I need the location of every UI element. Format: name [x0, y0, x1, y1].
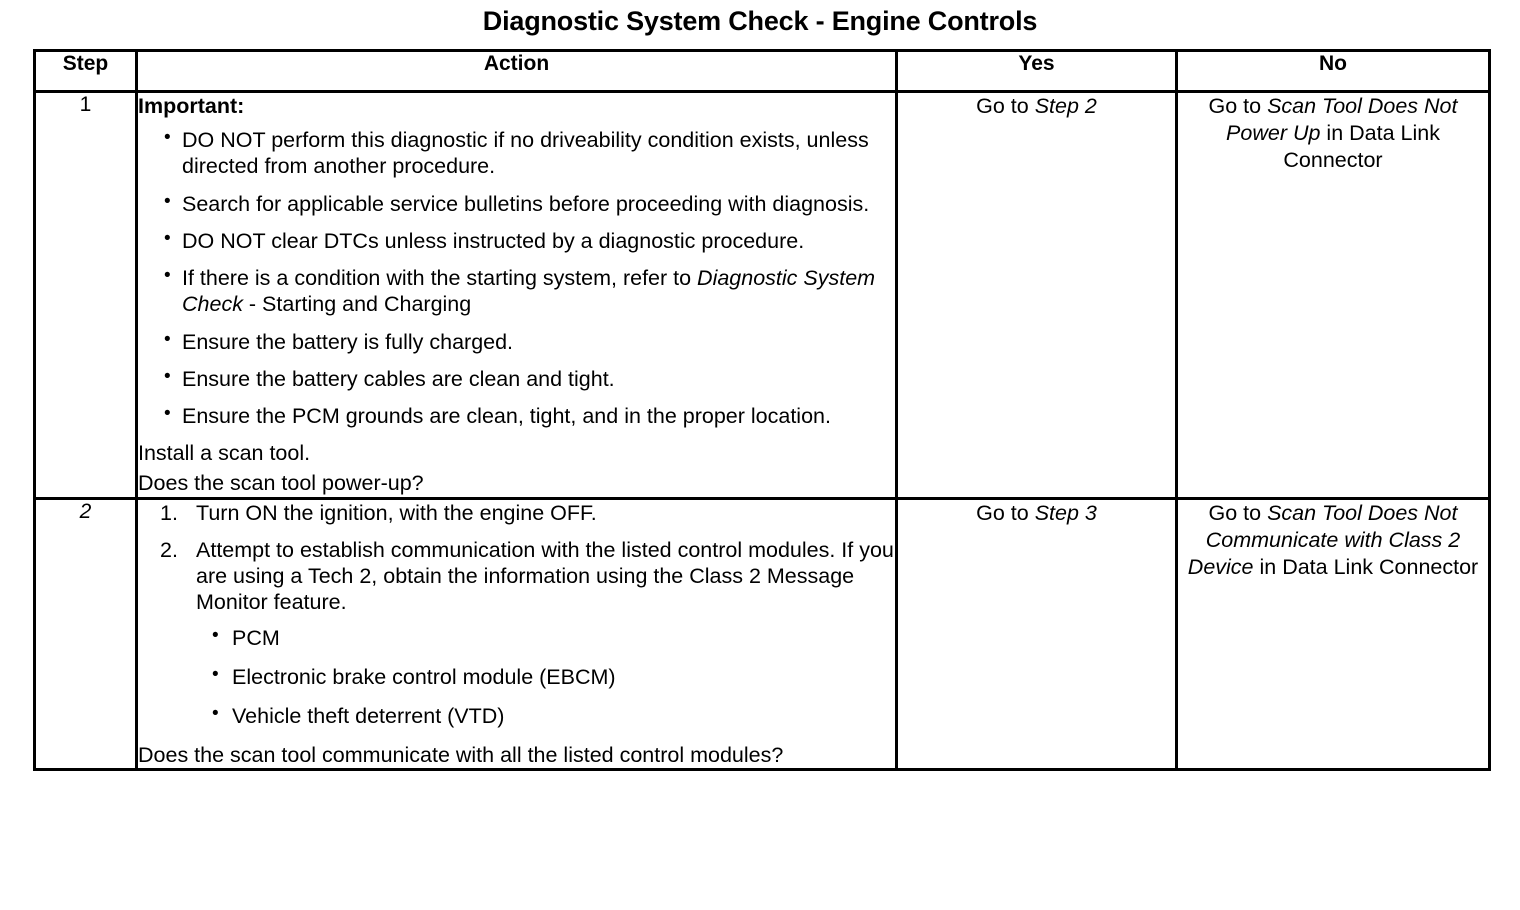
no-cell: Go to Scan Tool Does Not Power Up in Dat…	[1175, 90, 1491, 500]
module-name: Vehicle theft deterrent (VTD)	[232, 703, 505, 728]
list-item: Ensure the battery is fully charged.	[138, 328, 895, 355]
column-header-step: Step	[33, 49, 138, 93]
table-row: 1 Important: DO NOT perform this diagnos…	[33, 90, 1491, 500]
list-item: Vehicle theft deterrent (VTD)	[196, 702, 895, 729]
no-cell: Go to Scan Tool Does Not Communicate wit…	[1175, 496, 1491, 772]
bullet-text-lead: If there is a condition with the startin…	[182, 266, 698, 291]
bullet-text: Ensure the battery cables are clean and …	[182, 366, 615, 391]
action-question: Does the scan tool communicate with all …	[138, 743, 784, 768]
yes-reference: Step 3	[1034, 500, 1097, 525]
no-text-trail: in Data Link Connector	[1283, 121, 1440, 173]
table-body: 1 Important: DO NOT perform this diagnos…	[33, 90, 1491, 772]
table-row: 2 Turn ON the ignition, with the engine …	[33, 496, 1491, 772]
bullet-text-trail: - Starting and Charging	[242, 292, 472, 317]
diagnostic-procedure-table: Step Action Yes No 1 Important: DO NOT p…	[33, 49, 1491, 772]
list-item: Search for applicable service bulletins …	[138, 190, 895, 217]
table-header: Step Action Yes No	[33, 49, 1491, 93]
numbered-text: Attempt to establish communication with …	[196, 537, 894, 615]
yes-text-lead: Go to	[976, 500, 1035, 525]
bullet-text: Search for applicable service bulletins …	[182, 191, 870, 216]
action-instruction: Install a scan tool.	[138, 441, 311, 466]
list-item: PCM	[196, 623, 895, 651]
numbered-text: Turn ON the ignition, with the engine OF…	[196, 500, 597, 525]
module-name: Electronic brake control module (EBCM)	[232, 664, 616, 689]
list-item: Turn ON the ignition, with the engine OF…	[138, 500, 895, 526]
no-text-trail: in Data Link Connector	[1253, 554, 1479, 579]
yes-cell: Go to Step 2	[895, 90, 1178, 500]
important-label: Important:	[138, 94, 245, 118]
yes-text-lead: Go to	[976, 94, 1035, 118]
no-text-lead: Go to	[1208, 94, 1268, 118]
step-number-cell: 1	[33, 90, 138, 500]
page-title: Diagnostic System Check - Engine Control…	[482, 6, 1038, 36]
bullet-text: Ensure the PCM grounds are clean, tight,…	[182, 403, 831, 428]
action-cell: Important: DO NOT perform this diagnosti…	[135, 90, 898, 500]
column-header-yes: Yes	[895, 49, 1178, 93]
action-bullet-list: DO NOT perform this diagnostic if no dri…	[138, 126, 895, 429]
yes-cell: Go to Step 3	[895, 496, 1178, 772]
step-number-cell: 2	[33, 496, 138, 772]
list-item: Attempt to establish communication with …	[138, 537, 895, 729]
list-item: Electronic brake control module (EBCM)	[196, 663, 895, 690]
action-numbered-list: Turn ON the ignition, with the engine OF…	[138, 500, 895, 730]
list-item: DO NOT perform this diagnostic if no dri…	[138, 126, 895, 179]
yes-reference: Step 2	[1034, 94, 1097, 118]
list-item-cross-reference: If there is a condition with the startin…	[138, 264, 895, 317]
no-text-lead: Go to	[1208, 500, 1268, 525]
column-header-no: No	[1175, 49, 1491, 93]
bullet-text: DO NOT clear DTCs unless instructed by a…	[182, 228, 805, 253]
no-reference: Scan Tool Does Not Power Up	[1226, 94, 1458, 146]
bullet-text: DO NOT perform this diagnostic if no dri…	[182, 128, 869, 179]
list-item: Ensure the PCM grounds are clean, tight,…	[138, 402, 895, 429]
no-reference: Scan Tool Does Not Communicate with Clas…	[1187, 500, 1461, 579]
module-name: PCM	[232, 625, 280, 650]
list-item: Ensure the battery cables are clean and …	[138, 365, 895, 392]
bullet-text: Ensure the battery is fully charged.	[182, 329, 514, 354]
module-list: PCM Electronic brake control module (EBC…	[196, 623, 895, 730]
table-header-row: Step Action Yes No	[33, 49, 1491, 93]
action-question: Does the scan tool power-up?	[138, 471, 424, 496]
action-cell: Turn ON the ignition, with the engine OF…	[135, 496, 898, 772]
column-header-action: Action	[135, 49, 898, 93]
cross-reference-title: Diagnostic System Check	[182, 266, 876, 317]
list-item: DO NOT clear DTCs unless instructed by a…	[138, 227, 895, 254]
